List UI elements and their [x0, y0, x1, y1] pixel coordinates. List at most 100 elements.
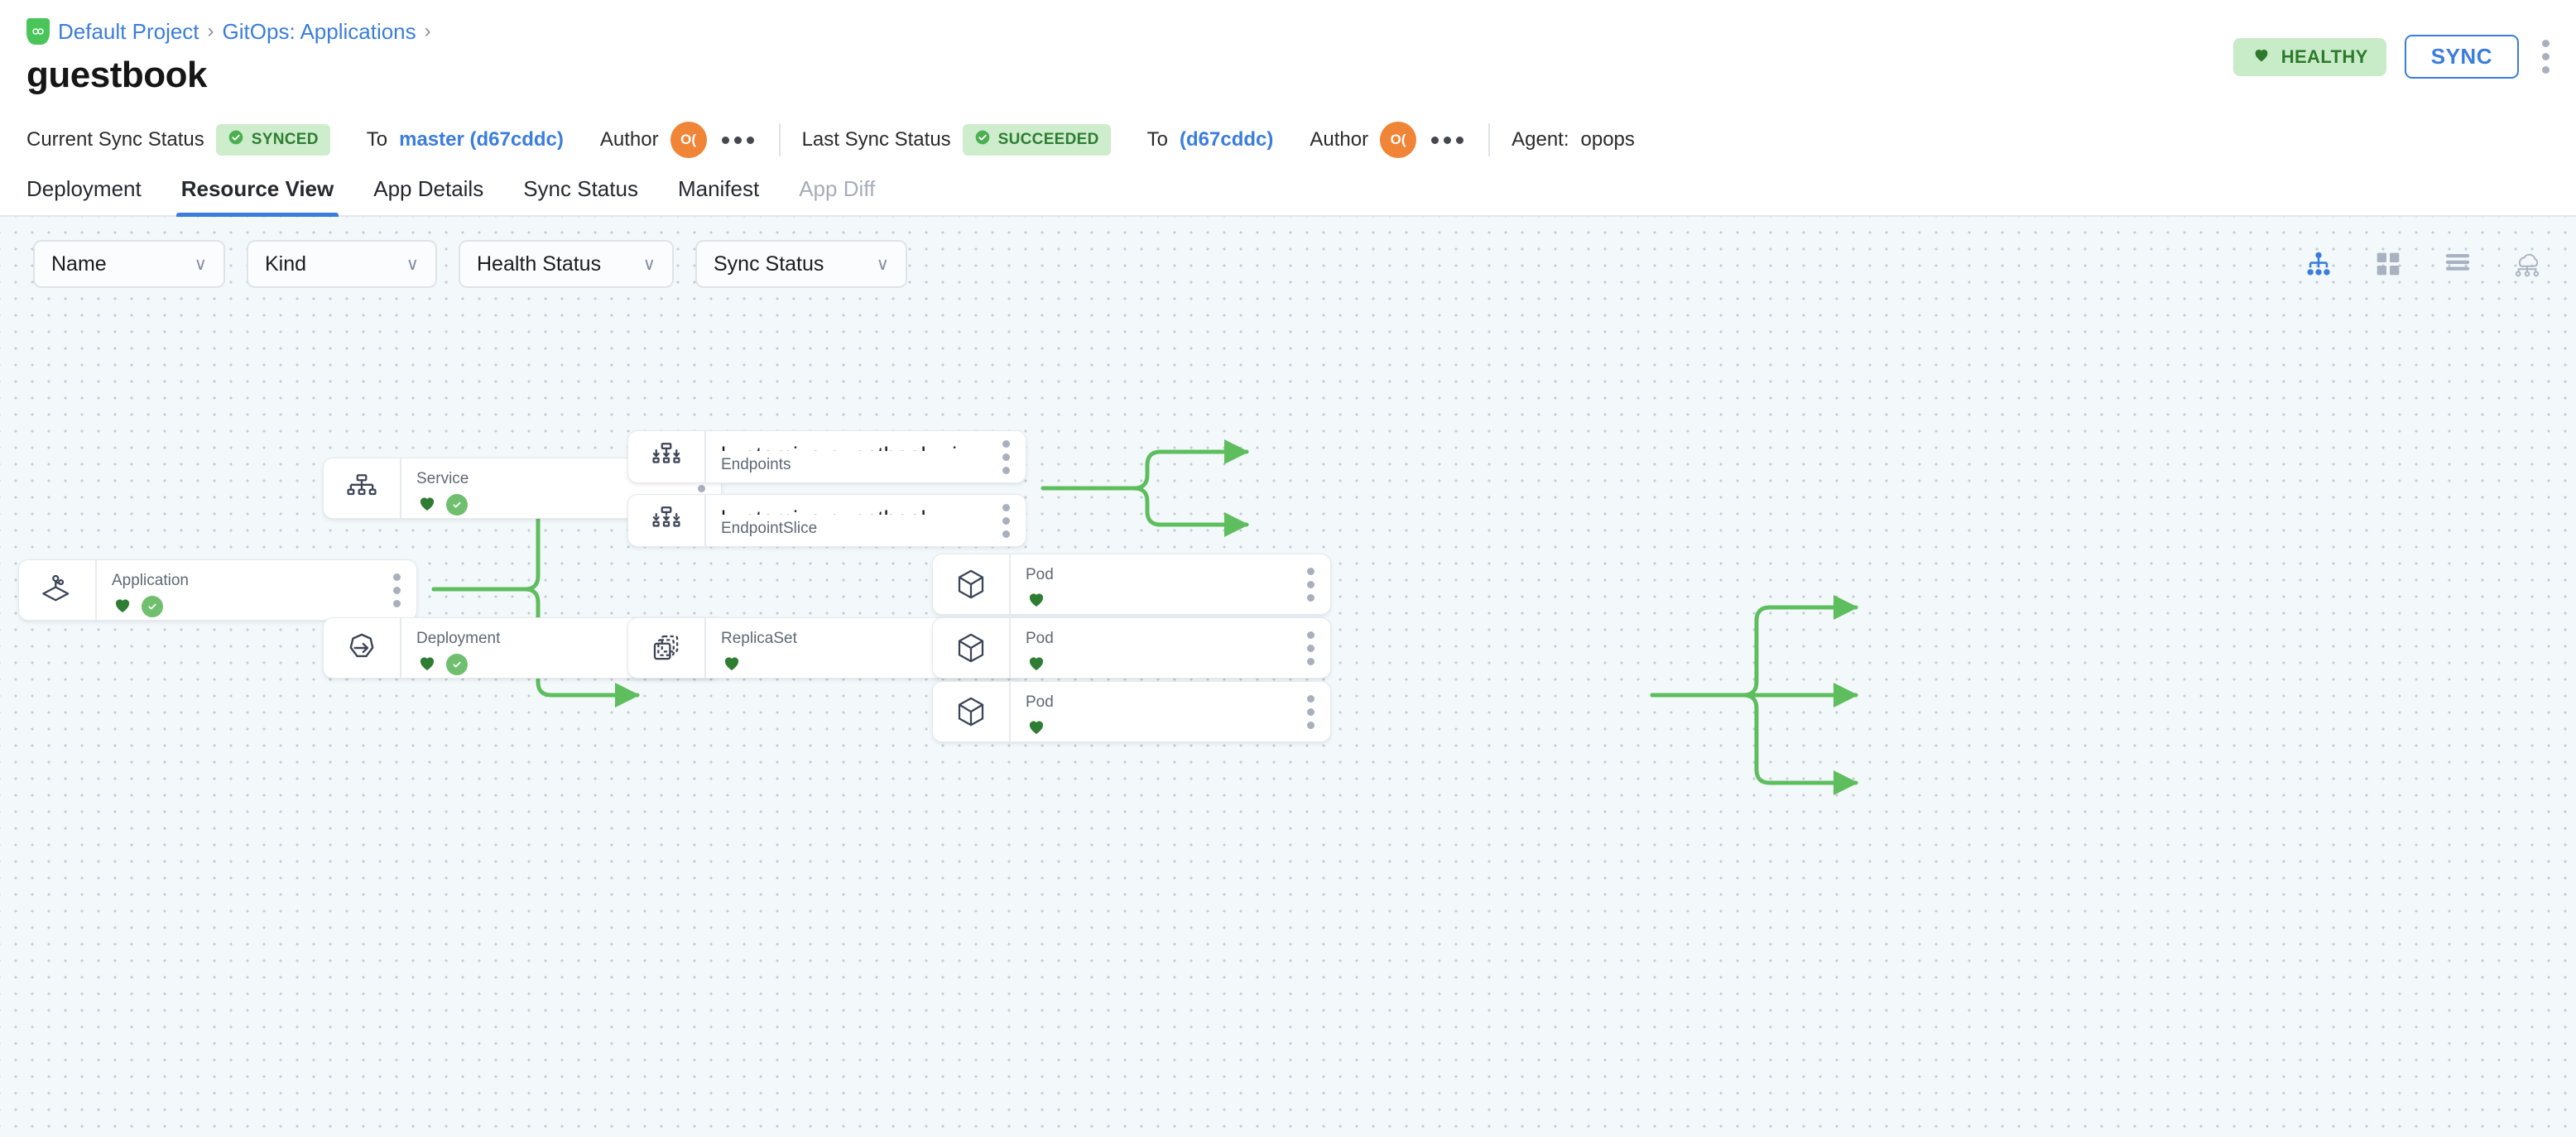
top-bar: Default Project › GitOps: Applications ›… [0, 0, 2576, 114]
node-kind: Endpoints [721, 456, 791, 473]
graph-node-body: kustomize-guestbook-ui-… Pod [1009, 554, 1290, 614]
sync-status-strip: Current Sync Status SYNCED To master (d6… [0, 114, 2576, 166]
last-sync-status-label: Last Sync Status [801, 128, 951, 151]
breadcrumb-item-gitops-applications[interactable]: GitOps: Applications [222, 18, 416, 44]
divider [778, 123, 781, 156]
health-heart-icon [112, 595, 133, 618]
pod-icon [933, 618, 1009, 678]
replicaset-icon [628, 618, 704, 678]
filter-health-status-label: Health Status [477, 252, 602, 276]
current-author-label: Author [599, 128, 659, 151]
graph-node-pod-1[interactable]: kustomize-guestbook-ui-… Pod [932, 554, 1331, 615]
network-view-icon[interactable] [2511, 248, 2543, 280]
current-sync-status-chip: SYNCED [215, 124, 330, 156]
tab-app-diff: App Diff [799, 176, 876, 201]
tab-sync-status[interactable]: Sync Status [523, 176, 638, 201]
heart-icon [2252, 46, 2271, 69]
node-menu-button[interactable] [986, 431, 1026, 482]
pod-icon [933, 554, 1009, 614]
graph-node-endpoints[interactable]: kustomize-guestbook-ui Endpoints [627, 430, 1026, 483]
node-kind: Pod [1026, 565, 1054, 583]
chevron-down-icon: ∨ [194, 254, 207, 274]
node-badges [721, 654, 986, 675]
app-overflow-menu-button[interactable] [2537, 36, 2554, 77]
node-kind: Pod [1026, 693, 1054, 711]
check-circle-icon [974, 129, 991, 151]
node-kind: ReplicaSet [721, 629, 797, 647]
filter-kind-label: Kind [265, 252, 307, 276]
sync-check-icon [446, 653, 468, 675]
filter-health-status-select[interactable]: Health Status ∨ [459, 240, 674, 288]
health-heart-icon [721, 653, 743, 676]
filter-kind-select[interactable]: Kind ∨ [247, 240, 437, 288]
health-heart-icon [416, 493, 438, 516]
last-sync-status-chip: SUCCEEDED [962, 124, 1111, 156]
breadcrumb-separator-2: › [424, 20, 431, 42]
service-icon [324, 458, 400, 518]
tab-manifest[interactable]: Manifest [677, 176, 760, 201]
health-heart-icon [416, 653, 438, 676]
tab-resource-view[interactable]: Resource View [161, 176, 354, 217]
resource-graph-canvas[interactable]: Name ∨ Kind ∨ Health Status ∨ Sync Statu… [0, 217, 2576, 1137]
tab-app-details[interactable]: App Details [373, 176, 484, 201]
filter-bar: Name ∨ Kind ∨ Health Status ∨ Sync Statu… [0, 240, 2576, 288]
current-author-avatar[interactable]: O( [670, 122, 707, 158]
last-sync-more-button[interactable] [1428, 132, 1467, 149]
chevron-down-icon: ∨ [406, 254, 419, 274]
graph-node-body: kustomize-guestbook-ui-… ReplicaSet [704, 618, 986, 678]
grid-view-icon[interactable] [2372, 248, 2404, 280]
last-sync-status-group: Last Sync Status SUCCEEDED To (d67cddc) … [802, 122, 1468, 158]
current-revision-link[interactable]: master (d67cddc) [399, 128, 564, 151]
health-badge-label: HEALTHY [2280, 46, 2368, 67]
project-logo-icon [26, 18, 50, 45]
current-to-label: To [366, 128, 388, 151]
node-menu-button[interactable] [1290, 618, 1330, 678]
status-badge-healthy: HEALTHY [2232, 37, 2386, 76]
graph-node-endpointslice[interactable]: kustomize-guestbook-ui-… EndpointSlice [627, 494, 1026, 547]
breadcrumb-item-default-project[interactable]: Default Project [58, 18, 199, 44]
current-sync-status-chip-label: SYNCED [251, 131, 319, 148]
graph-node-body: kustomize-guestbook-ui Endpoints [704, 431, 986, 482]
node-menu-button[interactable] [986, 495, 1026, 546]
tab-deployment[interactable]: Deployment [26, 176, 142, 201]
graph-node-body: kustomize-guestbook-ui-… Pod [1009, 682, 1290, 741]
agent-group: Agent: opops [1511, 128, 1635, 151]
node-kind: EndpointSlice [721, 520, 818, 537]
filter-name-select[interactable]: Name ∨ [33, 240, 225, 288]
check-circle-icon [228, 129, 244, 151]
node-menu-button[interactable] [1290, 554, 1330, 614]
sync-check-icon [142, 595, 163, 617]
graph-node-body: kustomize-guestbook-ui Deployment [400, 618, 681, 678]
last-author-avatar[interactable]: O( [1380, 122, 1417, 158]
endpoints-icon [628, 431, 704, 482]
graph-node-application[interactable]: guestbook Application [18, 559, 417, 621]
node-badges [416, 493, 681, 516]
last-revision-link[interactable]: (d67cddc) [1180, 128, 1274, 151]
node-menu-button[interactable] [377, 560, 416, 620]
graph-node-body: kustomize-guestbook-ui Service [400, 458, 681, 518]
current-sync-status-group: Current Sync Status SYNCED To master (d6… [26, 122, 757, 158]
page-title: guestbook [26, 55, 207, 95]
node-kind: Pod [1026, 629, 1054, 647]
agent-value: opops [1580, 128, 1635, 151]
node-menu-button[interactable] [1290, 682, 1330, 741]
node-badges [416, 653, 681, 676]
list-view-icon[interactable] [2442, 248, 2473, 280]
filter-sync-status-select[interactable]: Sync Status ∨ [695, 240, 907, 288]
last-sync-status-chip-label: SUCCEEDED [997, 131, 1099, 148]
graph-node-pod-3[interactable]: kustomize-guestbook-ui-… Pod [932, 681, 1331, 742]
node-badges [1026, 717, 1290, 739]
current-sync-more-button[interactable] [718, 132, 757, 149]
node-badges [1026, 654, 1290, 675]
node-title: kustomize-guestbook-ui [721, 443, 986, 451]
graph-node-body: kustomize-guestbook-ui-… Pod [1009, 618, 1290, 678]
sync-button[interactable]: SYNC [2404, 35, 2519, 79]
divider-2 [1488, 123, 1491, 156]
graph-node-body: guestbook Application [95, 560, 377, 620]
sync-check-icon [446, 493, 468, 516]
pod-icon [933, 682, 1009, 741]
health-heart-icon [1026, 717, 1047, 740]
graph-node-pod-2[interactable]: kustomize-guestbook-ui-… Pod [932, 617, 1331, 679]
view-toggle-group [2303, 240, 2543, 288]
tree-view-icon[interactable] [2303, 248, 2334, 280]
